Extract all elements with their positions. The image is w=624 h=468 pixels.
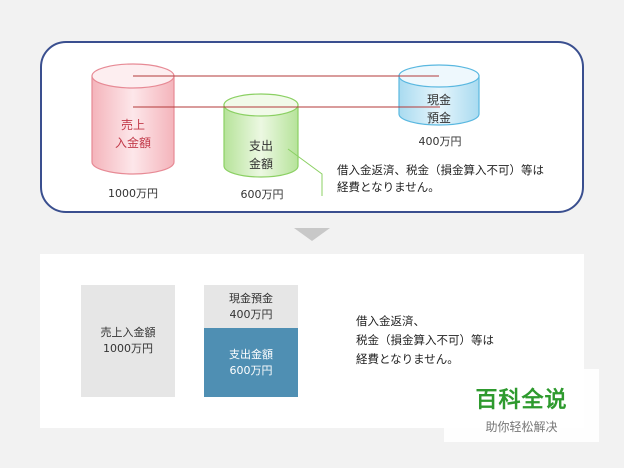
watermark-title: 百科全说 — [475, 388, 568, 413]
watermark-subtitle: 助你轻松解决 — [485, 420, 558, 434]
cash-box: 現金預金 400万円 — [204, 285, 298, 328]
cash-cylinder-label: 現金 預金 — [426, 93, 451, 125]
sales-cylinder — [91, 63, 175, 175]
sales-box-amount: 1000万円 — [103, 342, 153, 355]
down-arrow-icon — [294, 228, 330, 241]
expense-box-label: 支出金額 — [229, 347, 273, 361]
bottom-note-line2: 税金（損金算入不可）等は — [356, 333, 494, 347]
sales-amount: 1000万円 — [108, 187, 158, 200]
sales-box-label: 売上入金額 — [100, 326, 156, 339]
expense-box-amount: 600万円 — [229, 363, 273, 377]
watermark: 百科全说 助你轻松解决 — [444, 369, 599, 442]
expense-amount: 600万円 — [240, 188, 284, 201]
bottom-note-line1: 借入金返済、 — [356, 314, 425, 328]
cash-box-label: 現金預金 — [229, 291, 273, 305]
bottom-note: 借入金返済、 税金（損金算入不可）等は 経費となりません。 — [356, 312, 576, 369]
note-pointer-top — [287, 148, 323, 196]
expense-cylinder-label: 支出 金額 — [248, 139, 273, 171]
cash-box-amount: 400万円 — [229, 307, 273, 321]
top-note: 借入金返済、税金（損金算入不可）等は 経費となりません。 — [337, 162, 577, 196]
sales-cylinder-label: 売上 入金額 — [114, 118, 151, 150]
sales-box: 売上入金額 1000万円 — [81, 285, 175, 397]
top-note-line1: 借入金返済、税金（損金算入不可）等は — [337, 163, 544, 177]
cash-amount: 400万円 — [418, 135, 462, 148]
expense-cylinder — [223, 93, 299, 178]
expense-box: 支出金額 600万円 — [204, 328, 298, 397]
top-note-line2: 経費となりません。 — [337, 180, 440, 194]
bottom-note-line3: 経費となりません。 — [356, 352, 459, 366]
cash-cylinder — [398, 64, 480, 126]
